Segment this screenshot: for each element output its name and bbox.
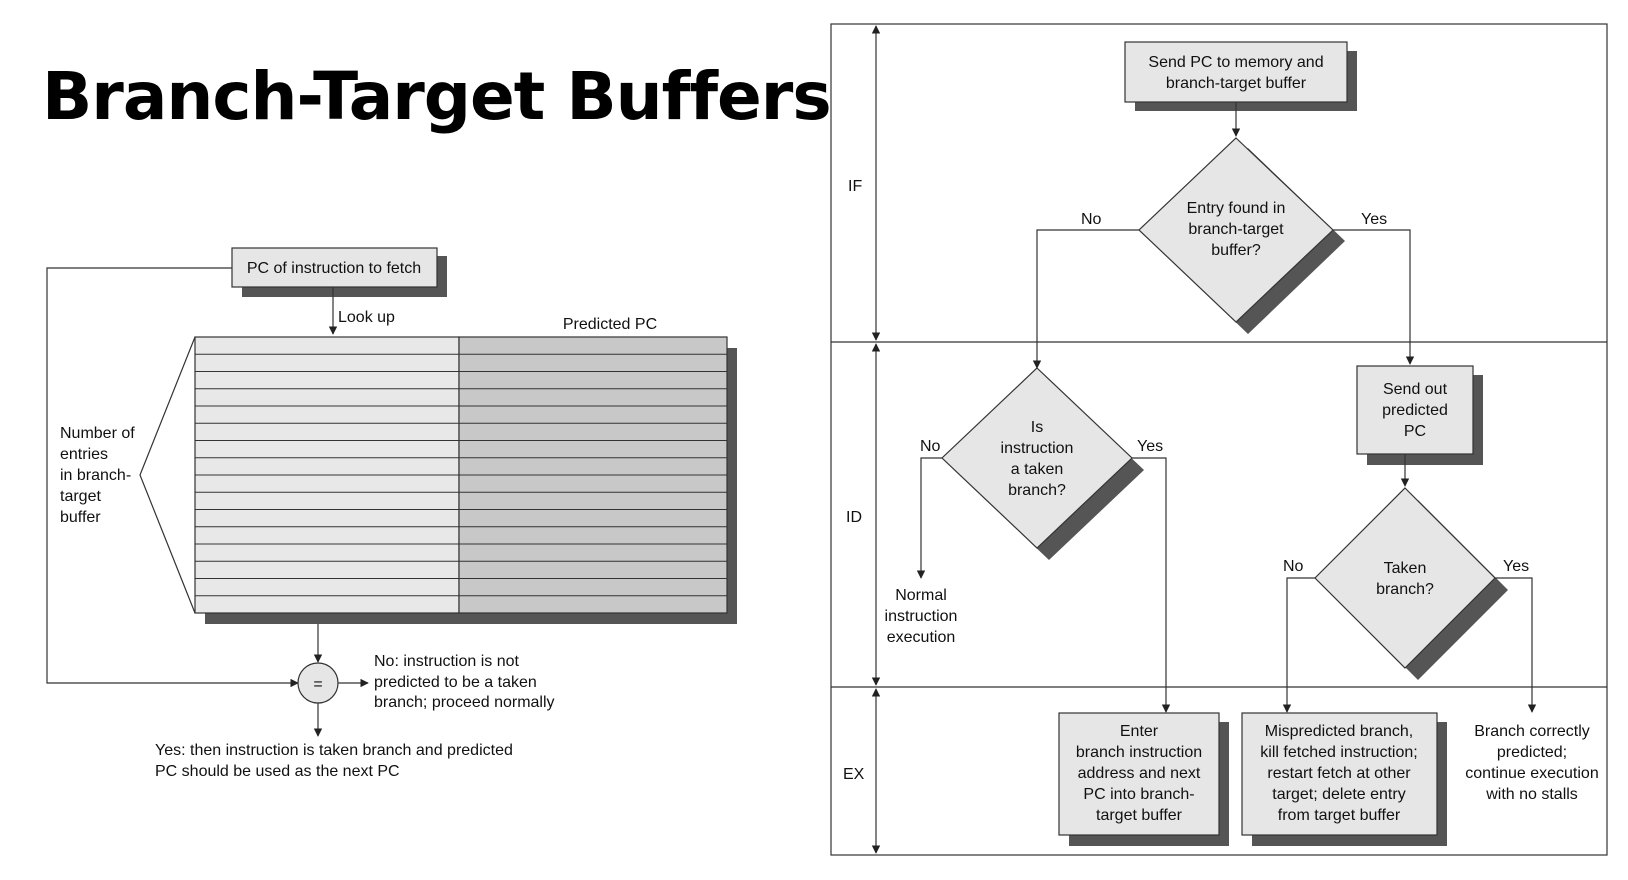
no-result-line: branch; proceed normally — [374, 694, 555, 711]
mispredicted-box — [1241, 712, 1438, 836]
taken-branch-decision — [1314, 487, 1496, 669]
send-out-line: PC — [1404, 423, 1426, 440]
correct-line: Branch correctly — [1474, 723, 1590, 740]
is-taken-line: instruction — [1001, 440, 1074, 457]
enter-btb-line: Enter — [1120, 723, 1159, 740]
yes-result-line: PC should be used as the next PC — [155, 763, 400, 780]
normal-exec-line: Normal — [895, 587, 947, 604]
enter-btb-line: PC into branch- — [1083, 786, 1194, 803]
send-out-box — [1356, 365, 1474, 455]
flowchart: IF ID EX Send PC to memory and branch-ta… — [830, 23, 1608, 856]
slide-title: Branch-Target Buffers — [42, 58, 832, 135]
pc-box-label: PC of instruction to fetch — [247, 260, 421, 277]
entries-label-line: target — [60, 488, 101, 505]
no-label: No — [1283, 558, 1304, 575]
entries-label-line: Number of — [60, 425, 135, 442]
is-taken-line: a taken — [1011, 461, 1063, 478]
mispredicted-line: Mispredicted branch, — [1265, 723, 1414, 740]
is-taken-line: branch? — [1008, 482, 1066, 499]
correct-line: continue execution — [1465, 765, 1598, 782]
btb-diagram: PC of instruction to fetch Look up Predi… — [46, 247, 737, 780]
yes-label: Yes — [1503, 558, 1529, 575]
stage-id-label: ID — [846, 509, 862, 526]
taken-branch-line: branch? — [1376, 581, 1434, 598]
enter-btb-line: target buffer — [1096, 807, 1183, 824]
btb-rows — [195, 353, 727, 597]
pc-box — [231, 247, 438, 288]
mispredicted-line: target; delete entry — [1272, 786, 1405, 803]
entry-found-line: branch-target — [1188, 221, 1284, 238]
entries-label-line: buffer — [60, 509, 101, 526]
entry-no-path — [1032, 229, 1139, 369]
stage-ex-label: EX — [843, 766, 865, 783]
taken-no-path — [1282, 577, 1315, 713]
send-out-line: Send out — [1383, 381, 1448, 398]
entries-label-line: in branch- — [60, 467, 131, 484]
predicted-pc-label: Predicted PC — [563, 316, 657, 333]
send-out-line: predicted — [1382, 402, 1448, 419]
normal-exec-line: instruction — [885, 608, 958, 625]
taken-yes-path — [1495, 577, 1537, 713]
yes-result-line: Yes: then instruction is taken branch an… — [155, 742, 513, 759]
yes-label: Yes — [1137, 438, 1163, 455]
is-taken-no-path — [916, 457, 942, 579]
is-taken-decision — [941, 367, 1133, 549]
lookup-label: Look up — [338, 309, 395, 326]
feedback-line — [46, 267, 299, 688]
compare-symbol: = — [313, 676, 322, 693]
is-taken-line: Is — [1031, 419, 1043, 436]
enter-btb-line: address and next — [1078, 765, 1201, 782]
correct-line: with no stalls — [1485, 786, 1578, 803]
send-pc-line: Send PC to memory and — [1148, 54, 1323, 71]
no-label: No — [1081, 211, 1102, 228]
taken-branch-line: Taken — [1384, 560, 1427, 577]
mispredicted-line: restart fetch at other — [1267, 765, 1411, 782]
entries-brace — [139, 336, 196, 614]
no-result-line: No: instruction is not — [374, 653, 520, 670]
no-result-line: predicted to be a taken — [374, 674, 537, 691]
no-label: No — [920, 438, 941, 455]
entries-label-line: entries — [60, 446, 108, 463]
send-pc-box — [1124, 41, 1348, 103]
entry-found-line: Entry found in — [1187, 200, 1286, 217]
stage-if-label: IF — [848, 178, 862, 195]
is-taken-yes-path — [1132, 457, 1171, 713]
entry-found-line: buffer? — [1211, 242, 1261, 259]
send-pc-line: branch-target buffer — [1166, 75, 1307, 92]
correct-line: predicted; — [1497, 744, 1567, 761]
mispredicted-line: kill fetched instruction; — [1260, 744, 1417, 761]
yes-label: Yes — [1361, 211, 1387, 228]
entry-yes-path — [1333, 229, 1415, 365]
enter-btb-box — [1058, 712, 1220, 836]
mispredicted-line: from target buffer — [1278, 807, 1401, 824]
entry-found-decision — [1138, 137, 1334, 323]
normal-exec-line: execution — [887, 629, 956, 646]
enter-btb-line: branch instruction — [1076, 744, 1202, 761]
